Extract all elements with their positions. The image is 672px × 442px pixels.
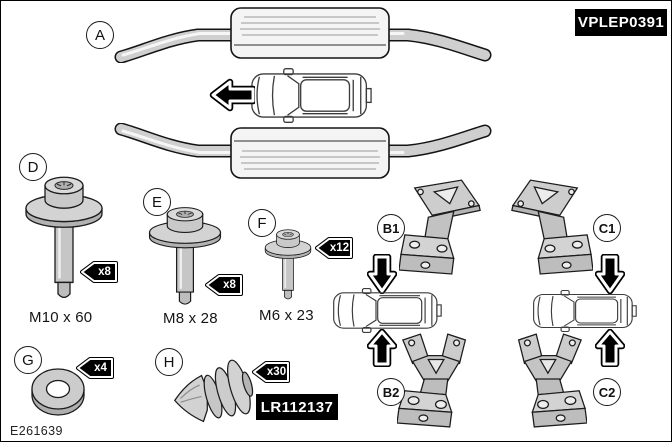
callout-a: A <box>86 21 114 49</box>
callout-d-label: D <box>27 158 39 176</box>
callout-d: D <box>19 153 47 181</box>
qty-tag-e-arrow <box>205 274 243 296</box>
size-label-e: M8 x 28 <box>163 310 218 327</box>
bracket-b2-illustration <box>397 333 467 428</box>
callout-f: F <box>248 209 276 237</box>
figure-number: E261639 <box>10 424 63 438</box>
qty-tag-g: x4 <box>76 357 114 379</box>
callout-e: E <box>143 188 171 216</box>
vehicle-top-view-c <box>533 290 637 332</box>
mount-up-arrow-icon-b <box>367 329 397 367</box>
mount-up-arrow-icon-c <box>595 329 625 367</box>
callout-c2-label: C2 <box>598 384 616 400</box>
clip-part-number-plate: LR112137 <box>256 394 338 420</box>
clip-part-number-text: LR112137 <box>260 398 334 416</box>
qty-tag-d: x8 <box>80 261 118 283</box>
callout-c1: C1 <box>593 214 621 242</box>
callout-h-label: H <box>163 353 175 371</box>
callout-g: G <box>14 346 42 374</box>
callout-b2-label: B2 <box>382 384 400 400</box>
side-tube-lower-illustration <box>113 123 493 181</box>
callout-c1-label: C1 <box>598 220 616 236</box>
qty-tag-g-arrow <box>76 357 114 379</box>
bolt-m6-illustration <box>264 229 312 300</box>
size-label-d: M10 x 60 <box>29 309 93 326</box>
qty-h-text: x30 <box>266 366 287 378</box>
qty-tag-f-arrow <box>315 237 353 259</box>
vehicle-top-view-b <box>333 288 442 333</box>
bracket-b1-illustration <box>399 179 481 275</box>
size-label-f: M6 x 23 <box>259 307 314 324</box>
qty-d-text: x8 <box>98 266 111 278</box>
callout-f-label: F <box>257 214 267 232</box>
mount-down-arrow-icon-b <box>367 254 397 294</box>
callout-h: H <box>155 348 183 376</box>
side-tube-upper-illustration <box>113 5 493 63</box>
kit-part-number-plate: VPLEP0391 <box>575 9 667 36</box>
qty-g-text: x4 <box>94 362 107 374</box>
qty-f-text: x12 <box>329 242 350 254</box>
qty-tag-e: x8 <box>205 274 243 296</box>
qty-e-text: x8 <box>223 279 236 291</box>
kit-part-number-text: VPLEP0391 <box>577 14 665 31</box>
callout-c2: C2 <box>593 378 621 406</box>
qty-tag-f: x12 <box>315 237 353 259</box>
mount-down-arrow-icon-c <box>595 254 625 294</box>
qty-tag-h-arrow <box>252 361 290 383</box>
callout-b2: B2 <box>377 378 405 406</box>
qty-tag-h: x30 <box>252 361 290 383</box>
callout-b1-label: B1 <box>382 220 400 236</box>
qty-tag-d-arrow <box>80 261 118 283</box>
callout-g-label: G <box>22 351 34 369</box>
vehicle-top-view-main <box>251 68 372 123</box>
callout-b1: B1 <box>377 214 405 242</box>
bracket-c2-illustration <box>517 333 587 428</box>
callout-a-label: A <box>94 26 105 44</box>
callout-e-label: E <box>151 193 162 211</box>
bracket-c1-illustration <box>511 179 593 275</box>
direction-left-arrow-icon <box>209 78 255 112</box>
